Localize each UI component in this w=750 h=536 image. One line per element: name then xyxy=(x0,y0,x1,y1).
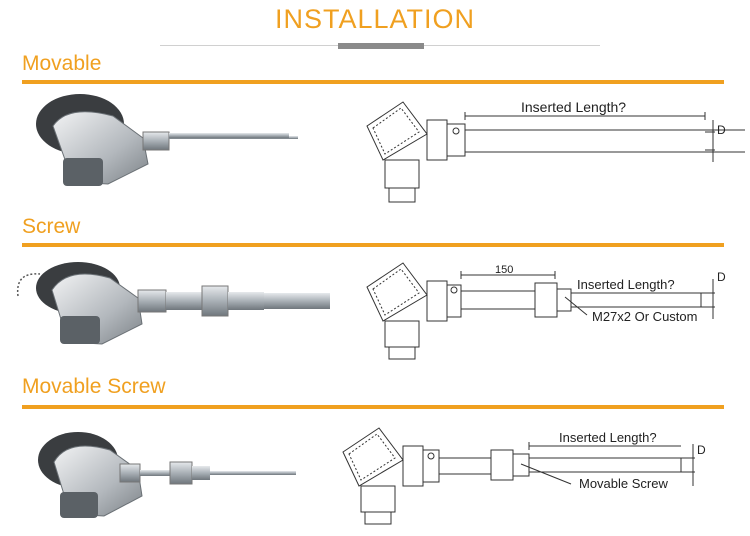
screw-drawing: 150 Inserted Length? M27x2 Or Custom D xyxy=(366,262,726,360)
screw-length-label: 150 xyxy=(495,264,513,276)
screw-thread-label: M27x2 Or Custom xyxy=(592,309,697,324)
screw-inserted-length-label: Inserted Length? xyxy=(577,277,675,292)
movable-screw-label: Movable Screw xyxy=(579,476,668,491)
section-divider-movable-screw xyxy=(22,405,724,409)
movable-sensor-photo xyxy=(36,94,298,186)
movable-inserted-length-label: Inserted Length? xyxy=(521,99,626,115)
screw-sensor-photo xyxy=(16,262,330,345)
section-divider-movable xyxy=(22,80,724,84)
section-label-movable-screw: Movable Screw xyxy=(22,375,166,398)
movable-drawing: Inserted Length? D xyxy=(366,99,745,203)
screw-diameter-label: D xyxy=(717,270,726,284)
section-label-screw: Screw xyxy=(22,215,81,238)
movable-screw-inserted-length-label: Inserted Length? xyxy=(559,430,657,445)
movable-diameter-label: D xyxy=(717,123,726,137)
title-accent-bar xyxy=(338,43,424,49)
movable-screw-drawing: Inserted Length? Movable Screw D xyxy=(342,427,706,525)
section-label-movable: Movable xyxy=(22,52,102,75)
page-title: INSTALLATION xyxy=(274,4,476,34)
movable-screw-sensor-photo xyxy=(38,432,296,518)
movable-screw-diameter-label: D xyxy=(697,443,706,457)
section-divider-screw xyxy=(22,243,724,247)
